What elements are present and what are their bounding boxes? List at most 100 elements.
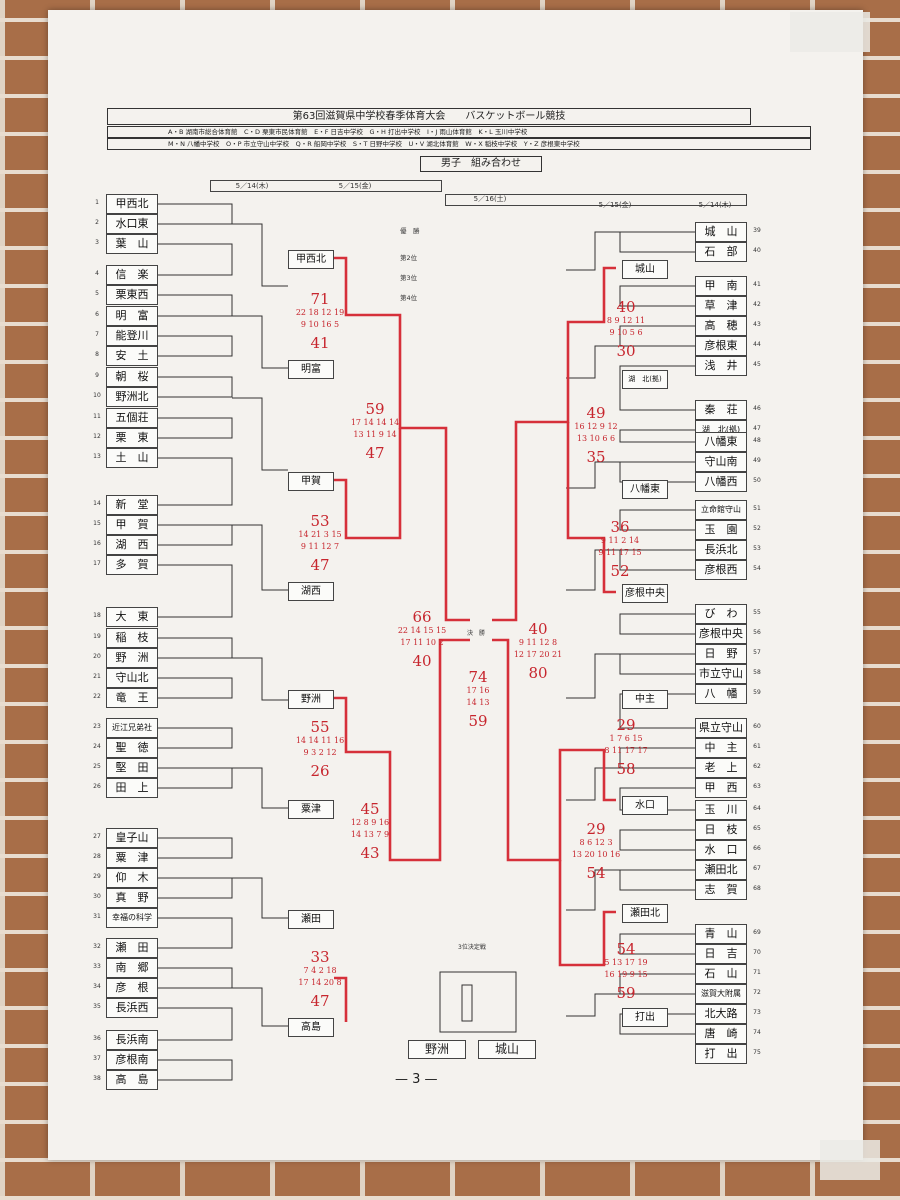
final-score: 71 — [310, 290, 330, 308]
right-team: 瀬田北 — [695, 860, 747, 880]
seed-number: 52 — [753, 525, 761, 532]
right-team: 守山南 — [695, 452, 747, 472]
seed-number: 27 — [93, 833, 101, 840]
final-score: 40 — [528, 620, 548, 638]
seed-number: 23 — [93, 723, 101, 730]
rank-third: 第3位 — [400, 274, 418, 282]
final-score: 33 — [310, 948, 330, 966]
quarter-scores: 1 7 6 15 — [609, 734, 643, 743]
quarter-scores: 13 11 9 14 — [353, 430, 397, 439]
left-team: 朝 桜 — [106, 367, 158, 387]
right-team: 彦根西 — [695, 560, 747, 580]
left-team: 野 洲 — [106, 648, 158, 668]
left-team: 彦 根 — [106, 978, 158, 998]
round-winner-box: 明富 — [288, 360, 334, 379]
seed-number: 56 — [753, 629, 761, 636]
seed-number: 24 — [93, 743, 101, 750]
seed-number: 71 — [753, 969, 761, 976]
right-team: 日 野 — [695, 644, 747, 664]
seed-number: 41 — [753, 281, 761, 288]
final-score: 40 — [412, 652, 432, 670]
quarter-scores: 9 11 17 15 — [598, 548, 642, 557]
third-place-right: 城山 — [478, 1040, 536, 1059]
seed-number: 54 — [753, 565, 761, 572]
left-team: 瀬 田 — [106, 938, 158, 958]
seed-number: 13 — [93, 453, 101, 460]
seed-number: 26 — [93, 783, 101, 790]
round-winner-box: 八幡東 — [622, 480, 668, 499]
left-team: 守山北 — [106, 668, 158, 688]
quarter-scores: 16 19 9 15 — [604, 970, 648, 979]
seed-number: 35 — [93, 1003, 101, 1010]
seed-number: 62 — [753, 763, 761, 770]
right-team: び わ — [695, 604, 747, 624]
seed-number: 6 — [95, 311, 99, 318]
left-team: 能登川 — [106, 326, 158, 346]
final-score: 29 — [586, 820, 606, 838]
final-score: 43 — [360, 844, 380, 862]
seed-number: 32 — [93, 943, 101, 950]
quarter-scores: 8 6 12 3 — [579, 838, 613, 847]
seed-number: 74 — [753, 1029, 761, 1036]
quarter-scores: 17 11 10 2 — [400, 638, 444, 647]
left-team: 仰 木 — [106, 868, 158, 888]
left-team: 彦根南 — [106, 1050, 158, 1070]
date-bar-right — [445, 194, 747, 206]
quarter-scores: 5 13 17 19 — [604, 958, 648, 967]
right-team: 石 山 — [695, 964, 747, 984]
seed-number: 40 — [753, 247, 761, 254]
venue-list-1: A・B 湖南市総合体育館 C・D 栗東市民体育館 E・F 日吉中学校 G・H 打… — [107, 126, 811, 138]
round-winner-box: 瀬田 — [288, 910, 334, 929]
left-team: 竜 王 — [106, 688, 158, 708]
right-team: 日 枝 — [695, 820, 747, 840]
tape-bottom-right — [820, 1140, 880, 1180]
seed-number: 11 — [93, 413, 101, 420]
final-score: 80 — [528, 664, 548, 682]
quarter-scores: 17 14 20 8 — [298, 978, 342, 987]
seed-number: 39 — [753, 227, 761, 234]
final-score: 35 — [586, 448, 606, 466]
final-score: 47 — [365, 444, 385, 462]
seed-number: 43 — [753, 321, 761, 328]
seed-number: 70 — [753, 949, 761, 956]
third-place-left: 野洲 — [408, 1040, 466, 1059]
right-team: 打 出 — [695, 1044, 747, 1064]
left-team: 幸福の科学 — [106, 908, 158, 928]
right-team: 浅 井 — [695, 356, 747, 376]
round-winner-box: 甲西北 — [288, 250, 334, 269]
final-score: 59 — [365, 400, 385, 418]
quarter-scores: 12 17 20 21 — [513, 650, 563, 659]
right-team: 老 上 — [695, 758, 747, 778]
left-team: 皇子山 — [106, 828, 158, 848]
seed-number: 64 — [753, 805, 761, 812]
left-team: 水口東 — [106, 214, 158, 234]
round-winner-box: 水口 — [622, 796, 668, 815]
seed-number: 57 — [753, 649, 761, 656]
round-winner-box: 打出 — [622, 1008, 668, 1027]
round-winner-box: 城山 — [622, 260, 668, 279]
right-team: 城 山 — [695, 222, 747, 242]
left-team: 高 島 — [106, 1070, 158, 1090]
left-team: 新 堂 — [106, 495, 158, 515]
right-team: 石 部 — [695, 242, 747, 262]
quarter-scores: 14 14 11 16 — [295, 736, 345, 745]
seed-number: 73 — [753, 1009, 761, 1016]
date-2: 5／15(金) — [338, 182, 372, 190]
seed-number: 4 — [95, 270, 99, 277]
seed-number: 7 — [95, 331, 99, 338]
seed-number: 46 — [753, 405, 761, 412]
seed-number: 58 — [753, 669, 761, 676]
final-score: 30 — [616, 342, 636, 360]
seed-number: 68 — [753, 885, 761, 892]
venue-list-2: M・N 八幡中学校 O・P 市立守山中学校 Q・R 船岡中学校 S・T 日野中学… — [107, 138, 811, 150]
left-team: 大 東 — [106, 607, 158, 627]
right-team: 彦根中央 — [695, 624, 747, 644]
right-team: 長浜北 — [695, 540, 747, 560]
right-team: 八 幡 — [695, 684, 747, 704]
seed-number: 9 — [95, 372, 99, 379]
final-score: 54 — [586, 864, 606, 882]
seed-number: 63 — [753, 783, 761, 790]
seed-number: 36 — [93, 1035, 101, 1042]
rank-second: 第2位 — [400, 254, 418, 262]
third-place-label: 3位決定戦 — [458, 944, 486, 951]
